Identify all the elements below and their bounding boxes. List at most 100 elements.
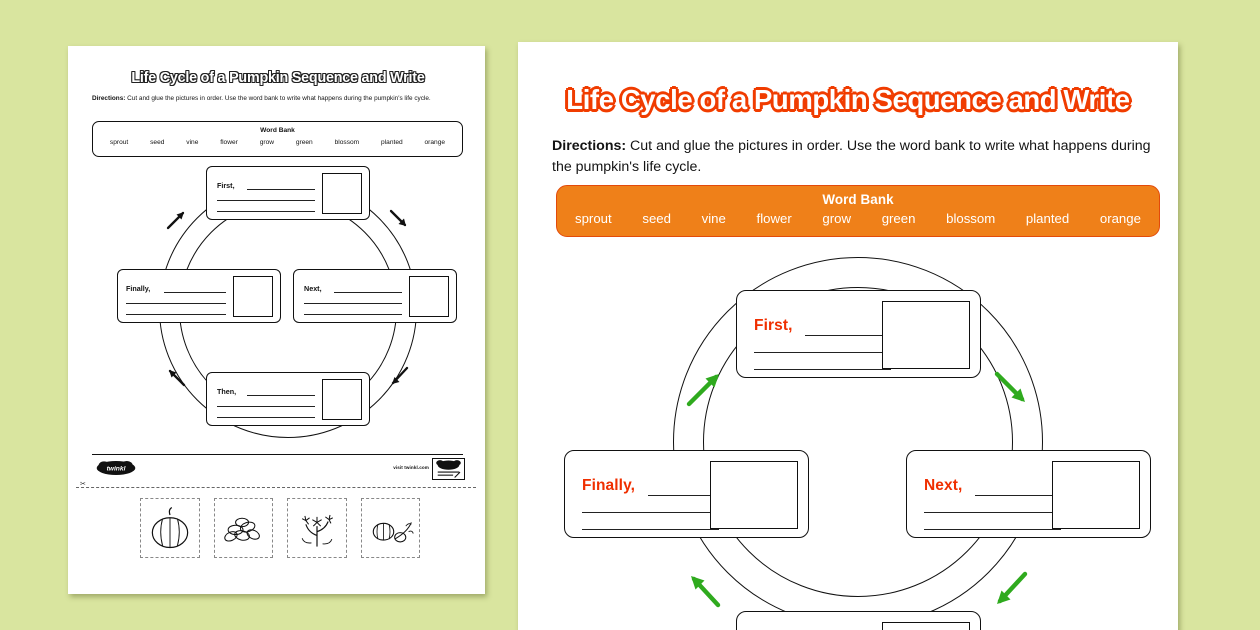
word-bank-words: sprout seed vine flower grow green bloss… [557, 211, 1159, 226]
step-box-first[interactable]: First, [736, 290, 981, 378]
cut-out-card-growing-pumpkins [360, 498, 420, 558]
word-bank-word: flower [220, 139, 238, 146]
picture-placeholder [409, 276, 449, 317]
worksheet-main-page[interactable]: Life Cycle of a Pumpkin Sequence and Wri… [518, 42, 1178, 630]
worksheet-thumbnail-page[interactable]: Life Cycle of a Pumpkin Sequence and Wri… [68, 46, 485, 594]
cut-out-card-pumpkin [140, 498, 200, 558]
cycle-arrow-down-left-icon [988, 567, 1034, 613]
write-line [582, 512, 719, 513]
cycle-inner-circle [703, 287, 1013, 597]
picture-placeholder[interactable] [1052, 461, 1140, 529]
word-bank-word: grow [259, 139, 274, 146]
write-line [126, 303, 226, 304]
word-bank-word: vine [186, 139, 199, 146]
write-line [304, 314, 402, 315]
step-label-first: First, [217, 181, 235, 190]
write-line [217, 417, 315, 418]
write-line [217, 211, 315, 212]
picture-placeholder[interactable] [710, 461, 798, 529]
picture-placeholder [233, 276, 273, 317]
word-bank-word-green: green [881, 211, 916, 226]
word-bank-word: blossom [334, 139, 360, 146]
word-bank: Word Bank sprout seed vine flower grow g… [556, 185, 1160, 237]
write-line [805, 335, 891, 336]
svg-text:twinkl: twinkl [107, 466, 126, 473]
write-line [334, 292, 402, 293]
scissors-icon: ✂ [80, 481, 86, 488]
word-bank-word: seed [150, 139, 165, 146]
word-bank-word-blossom: blossom [946, 211, 996, 226]
cut-out-pictures-row [140, 498, 420, 560]
thumbnail-directions: Directions: Cut and glue the pictures in… [92, 94, 464, 103]
thumbnail-step-box-first: First, [206, 166, 370, 220]
thumbnail-word-bank-words: sprout seed vine flower grow green bloss… [93, 139, 462, 146]
cycle-arrow-up-right-icon [682, 365, 728, 411]
write-line [924, 512, 1061, 513]
picture-placeholder[interactable] [882, 622, 970, 630]
step-label-finally: Finally, [126, 284, 151, 293]
write-line [975, 495, 1061, 496]
cycle-arrow-up-left-icon [682, 567, 728, 613]
word-bank-word-orange: orange [1099, 211, 1141, 226]
word-bank-word-vine: vine [701, 211, 726, 226]
word-bank-word: planted [381, 139, 403, 146]
directions-label: Directions: [552, 138, 627, 154]
write-line [247, 395, 315, 396]
twinkl-badge-icon [432, 458, 465, 480]
cut-out-card-flowering-vine [287, 498, 347, 558]
picture-placeholder[interactable] [882, 301, 970, 369]
step-box-then[interactable]: Then, [736, 611, 981, 630]
step-label-then: Then, [217, 387, 237, 396]
cycle-arrow-up-left-icon [164, 364, 190, 390]
thumbnail-life-cycle-diagram: First, Next, [80, 164, 473, 454]
write-line [754, 369, 891, 370]
twinkl-logo: twinkl [96, 460, 136, 476]
thumbnail-step-box-next: Next, [293, 269, 457, 323]
life-cycle-diagram: First, Next, The [536, 247, 1176, 630]
page-title: Life Cycle of a Pumpkin Sequence and Wri… [566, 84, 1130, 115]
thumbnail-word-bank-title: Word Bank [260, 127, 295, 134]
word-bank-word-grow: grow [822, 211, 851, 226]
thumbnail-directions-text: Cut and glue the pictures in order. Use … [125, 95, 431, 102]
write-line [126, 314, 226, 315]
picture-placeholder [322, 379, 362, 420]
word-bank-word: orange [424, 139, 446, 146]
write-line [304, 303, 402, 304]
step-label-first: First, [754, 317, 793, 334]
step-box-next[interactable]: Next, [906, 450, 1151, 538]
cycle-arrow-down-right-icon [386, 206, 412, 232]
thumbnail-visit-text: visit twinkl.com [393, 465, 429, 470]
thumbnail-footer-rule [92, 454, 463, 455]
write-line [217, 200, 315, 201]
write-line [582, 529, 719, 530]
thumbnail-step-box-finally: Finally, [117, 269, 281, 323]
write-line [247, 189, 315, 190]
directions: Directions: Cut and glue the pictures in… [552, 136, 1152, 177]
word-bank-title: Word Bank [822, 192, 894, 207]
word-bank-word-planted: planted [1025, 211, 1070, 226]
cycle-arrow-down-right-icon [988, 365, 1034, 411]
write-line [648, 495, 719, 496]
cut-line [76, 487, 476, 488]
cycle-arrow-down-left-icon [386, 364, 412, 390]
step-label-finally: Finally, [582, 477, 636, 494]
thumbnail-step-box-then: Then, [206, 372, 370, 426]
write-line [924, 529, 1061, 530]
picture-placeholder [322, 173, 362, 214]
step-label-next: Next, [924, 477, 963, 494]
thumbnail-word-bank: Word Bank sprout seed vine flower grow g… [92, 121, 463, 157]
word-bank-word-seed: seed [642, 211, 671, 226]
thumbnail-title: Life Cycle of a Pumpkin Sequence and Wri… [131, 70, 425, 87]
directions-text: Cut and glue the pictures in order. Use … [552, 138, 1151, 175]
word-bank-word-sprout: sprout [575, 211, 612, 226]
word-bank-word-flower: flower [756, 211, 792, 226]
word-bank-word: green [295, 139, 313, 146]
word-bank-word: sprout [109, 139, 129, 146]
write-line [754, 352, 891, 353]
thumbnail-directions-label: Directions: [92, 95, 126, 102]
cycle-arrow-up-right-icon [164, 206, 190, 232]
step-box-finally[interactable]: Finally, [564, 450, 809, 538]
write-line [217, 406, 315, 407]
step-label-next: Next, [304, 284, 322, 293]
